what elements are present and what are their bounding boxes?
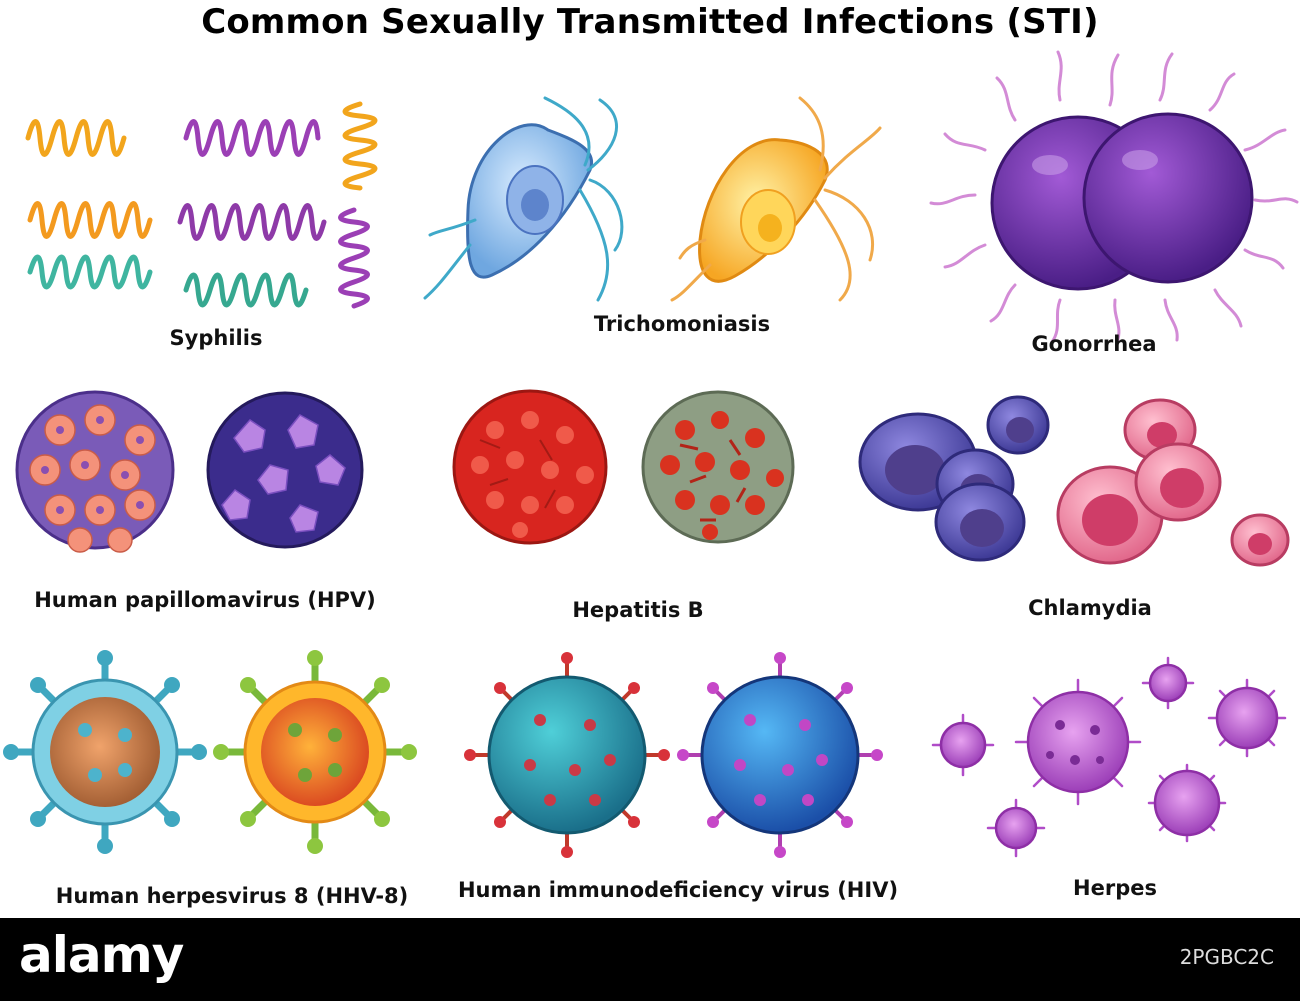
spirochete-orange-2 [27, 201, 153, 239]
alamy-logo: alamy [19, 926, 184, 984]
page-title: Common Sexually Transmitted Infections (… [201, 2, 1099, 42]
label-hpv: Human papillomavirus (HPV) [34, 588, 376, 612]
footer-bar: alamy 2PGBC2C [0, 918, 1300, 1001]
spirochete-purple-vertical [338, 207, 370, 309]
label-chlamydia: Chlamydia [1028, 596, 1152, 620]
hhv8-virus-2 [213, 650, 417, 854]
hiv-virus-2 [677, 652, 883, 858]
herpes-virus-medium-2 [1147, 763, 1227, 843]
spirochete-purple-2 [177, 203, 327, 241]
trichomonas-blue [423, 96, 624, 302]
hhv8-virus-1 [3, 650, 207, 854]
spirochete-teal-2 [183, 272, 309, 308]
spirochete-orange-vertical [342, 101, 378, 191]
spirochete-orange-1 [25, 119, 127, 157]
label-herpes: Herpes [1073, 876, 1157, 900]
hpv-virus-1 [15, 390, 175, 553]
herpes-virus-large [1014, 678, 1142, 806]
hiv-virus-1 [464, 652, 670, 858]
gonorrhea-diplococcus [929, 50, 1299, 344]
chlamydia-blue-cells [858, 395, 1050, 562]
hepatitis-b-virus-1 [452, 389, 608, 545]
stock-image-id: 2PGBC2C [1179, 945, 1274, 969]
herpes-virus-medium-1 [1207, 678, 1287, 758]
spirochete-purple-1 [183, 119, 321, 157]
label-trichomoniasis: Trichomoniasis [593, 312, 771, 336]
illustration-canvas [3, 50, 1299, 858]
herpes-virus-cluster [931, 656, 1287, 858]
hepatitis-b-virus-2 [641, 390, 795, 544]
syphilis-spirochetes [25, 101, 378, 309]
label-hiv: Human immunodeficiency virus (HIV) [457, 878, 899, 902]
label-hepatitis-b: Hepatitis B [572, 598, 704, 622]
label-syphilis: Syphilis [169, 326, 263, 350]
hpv-virus-2 [206, 391, 364, 549]
herpes-virus-small-2 [931, 713, 995, 777]
trichomonas-orange [670, 96, 882, 302]
label-gonorrhea: Gonorrhea [1031, 332, 1157, 356]
label-hhv8: Human herpesvirus 8 (HHV-8) [55, 884, 409, 908]
spirochete-teal-1 [27, 254, 153, 290]
chlamydia-pink-cells [1056, 398, 1290, 567]
herpes-virus-small-3 [986, 798, 1046, 858]
herpes-virus-small-1 [1141, 656, 1195, 710]
